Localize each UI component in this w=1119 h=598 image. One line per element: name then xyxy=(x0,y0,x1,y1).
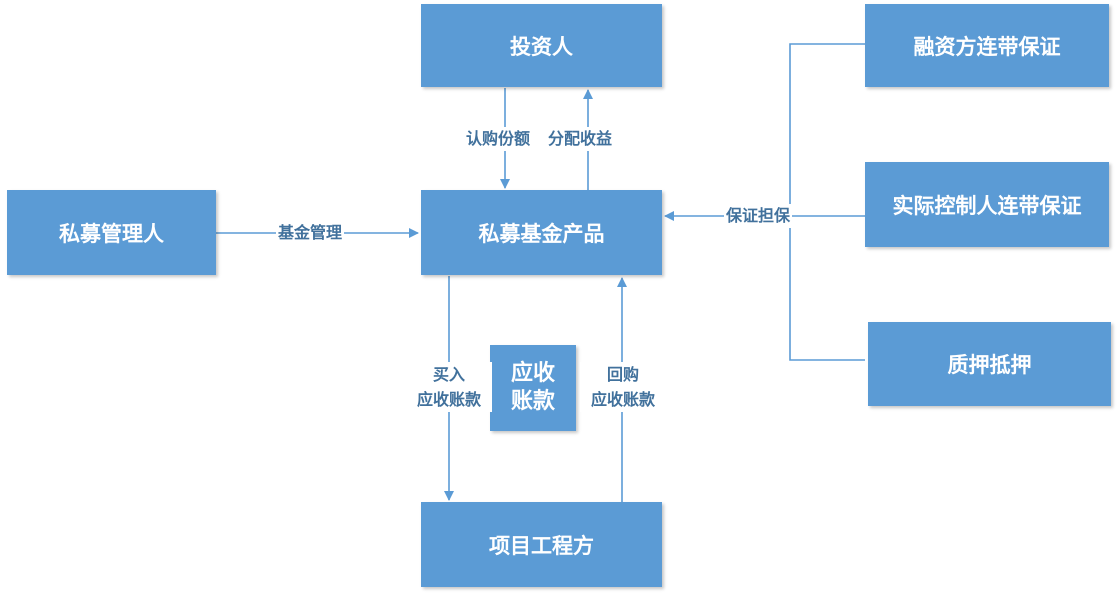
buy-label: 买入 应收账款 xyxy=(406,362,492,412)
pledge-mortgage-box: 质押抵押 xyxy=(868,322,1111,406)
fund-label: 私募基金产品 xyxy=(478,221,605,246)
guarantee-controller-label: 实际控制人连带保证 xyxy=(892,193,1082,218)
pledge-mortgage-label: 质押抵押 xyxy=(947,353,1032,377)
guarantee-financier-label: 融资方连带保证 xyxy=(913,34,1061,59)
receivable-label-line1: 应收 xyxy=(510,361,555,386)
manager-label: 私募管理人 xyxy=(59,221,164,246)
distribute-label: 分配收益 xyxy=(548,127,613,151)
project-box: 项目工程方 xyxy=(421,502,662,587)
buy-label-line2: 应收账款 xyxy=(416,390,481,409)
guarantee-controller-box: 实际控制人连带保证 xyxy=(865,162,1109,247)
manager-box: 私募管理人 xyxy=(7,190,216,275)
project-label: 项目工程方 xyxy=(489,533,594,558)
fund-box: 私募基金产品 xyxy=(421,190,662,275)
receivable-label-line2: 账款 xyxy=(510,389,555,414)
investor-label: 投资人 xyxy=(510,34,573,59)
subscribe-label: 认购份额 xyxy=(466,127,531,151)
guarantee-financier-box: 融资方连带保证 xyxy=(865,4,1109,87)
guarantee-label: 保证担保 xyxy=(724,204,793,228)
repurchase-label-line2: 应收账款 xyxy=(590,390,655,409)
receivable-box: 应收 账款 xyxy=(490,345,576,431)
management-label: 基金管理 xyxy=(276,221,345,245)
repurchase-label-line1: 回购 xyxy=(606,365,639,384)
guarantee-bracket xyxy=(789,43,865,361)
investor-box: 投资人 xyxy=(421,4,662,87)
buy-label-line1: 买入 xyxy=(432,365,465,384)
repurchase-label: 回购 应收账款 xyxy=(580,362,666,412)
